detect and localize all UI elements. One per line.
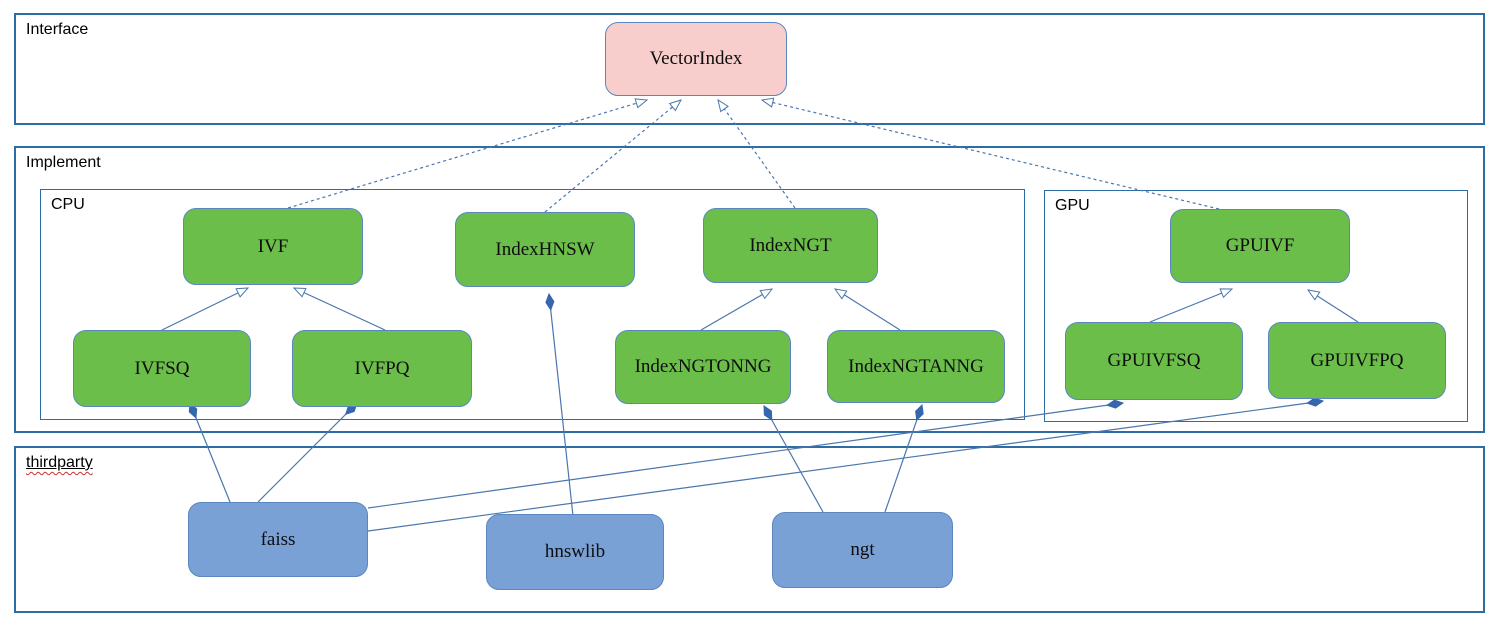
node-indexhnsw-label: IndexHNSW xyxy=(495,238,595,260)
node-vectorindex-label: VectorIndex xyxy=(649,48,743,69)
edge-indexngt-to-vectorindex xyxy=(718,100,796,209)
node-gpuivfsq-label: GPUIVFSQ xyxy=(1107,350,1201,371)
node-gpuivf[interactable]: GPUIVF xyxy=(1170,209,1350,283)
edge-faiss-to-gpuivfsq xyxy=(367,403,1123,509)
node-ngt-label: ngt xyxy=(850,539,875,560)
container-thirdparty-label: thirdparty xyxy=(26,454,93,472)
node-gpuivfpq[interactable]: GPUIVFPQ xyxy=(1268,322,1446,399)
container-cpu-label: CPU xyxy=(51,196,85,213)
node-hnswlib[interactable]: hnswlib xyxy=(486,514,664,590)
node-gpuivf-label: GPUIVF xyxy=(1225,235,1295,256)
node-indexngtonng[interactable]: IndexNGTONNG xyxy=(615,330,791,404)
edge-ngt-to-indexngtonng xyxy=(764,406,824,513)
node-ivfsq-label: IVFSQ xyxy=(134,357,190,379)
container-implement[interactable]: Implement xyxy=(14,146,1485,433)
container-cpu[interactable]: CPU xyxy=(40,189,1025,420)
container-thirdparty-label-text: thirdparty xyxy=(26,454,93,471)
container-implement-label: Implement xyxy=(26,154,101,171)
edge-gpuivfsq-to-gpuivf xyxy=(1149,289,1232,323)
node-indexngtanng-label: IndexNGTANNG xyxy=(848,355,984,377)
edge-faiss-to-ivfsq xyxy=(190,403,231,503)
node-hnswlib-label: hnswlib xyxy=(544,541,606,562)
node-ivf[interactable]: IVF xyxy=(183,208,363,285)
edge-ivfpq-to-ivf xyxy=(294,288,386,331)
edge-hnswlib-to-indexhnsw xyxy=(549,294,574,517)
edge-indexngtonng-to-indexngt xyxy=(700,289,772,331)
node-ivfpq-label: IVFPQ xyxy=(354,357,410,379)
container-gpu[interactable]: GPU xyxy=(1044,190,1468,422)
node-gpuivfsq[interactable]: GPUIVFSQ xyxy=(1065,322,1243,400)
edge-faiss-to-ivfpq xyxy=(257,403,357,503)
node-indexngtanng[interactable]: IndexNGTANNG xyxy=(827,330,1005,403)
node-ngt[interactable]: ngt xyxy=(772,512,953,588)
edge-gpuivf-to-vectorindex xyxy=(762,100,1220,210)
node-indexngtonng-label: IndexNGTONNG xyxy=(634,356,772,377)
edge-indexhnsw-to-vectorindex xyxy=(544,100,681,213)
container-interface-label: Interface xyxy=(26,21,89,38)
node-gpuivfpq-label: GPUIVFPQ xyxy=(1310,349,1404,371)
node-faiss[interactable]: faiss xyxy=(188,502,368,577)
node-indexngt-label: IndexNGT xyxy=(749,234,832,256)
edge-gpuivfpq-to-gpuivf xyxy=(1308,290,1359,323)
container-interface[interactable]: Interface xyxy=(14,13,1485,125)
edge-ivf-to-vectorindex xyxy=(287,100,647,209)
container-thirdparty[interactable]: thirdparty xyxy=(14,446,1485,613)
node-indexhnsw[interactable]: IndexHNSW xyxy=(455,212,635,287)
node-ivf-label: IVF xyxy=(257,235,289,257)
node-ivfpq[interactable]: IVFPQ xyxy=(292,330,472,407)
node-vectorindex[interactable]: VectorIndex xyxy=(605,22,787,96)
edge-faiss-to-gpuivfpq xyxy=(367,401,1323,532)
container-gpu-label: GPU xyxy=(1055,197,1090,214)
node-ivfsq[interactable]: IVFSQ xyxy=(73,330,251,407)
edge-ivfsq-to-ivf xyxy=(161,288,248,331)
node-faiss-label: faiss xyxy=(260,528,296,550)
node-indexngt[interactable]: IndexNGT xyxy=(703,208,878,283)
edge-indexngtanng-to-indexngt xyxy=(835,289,901,331)
